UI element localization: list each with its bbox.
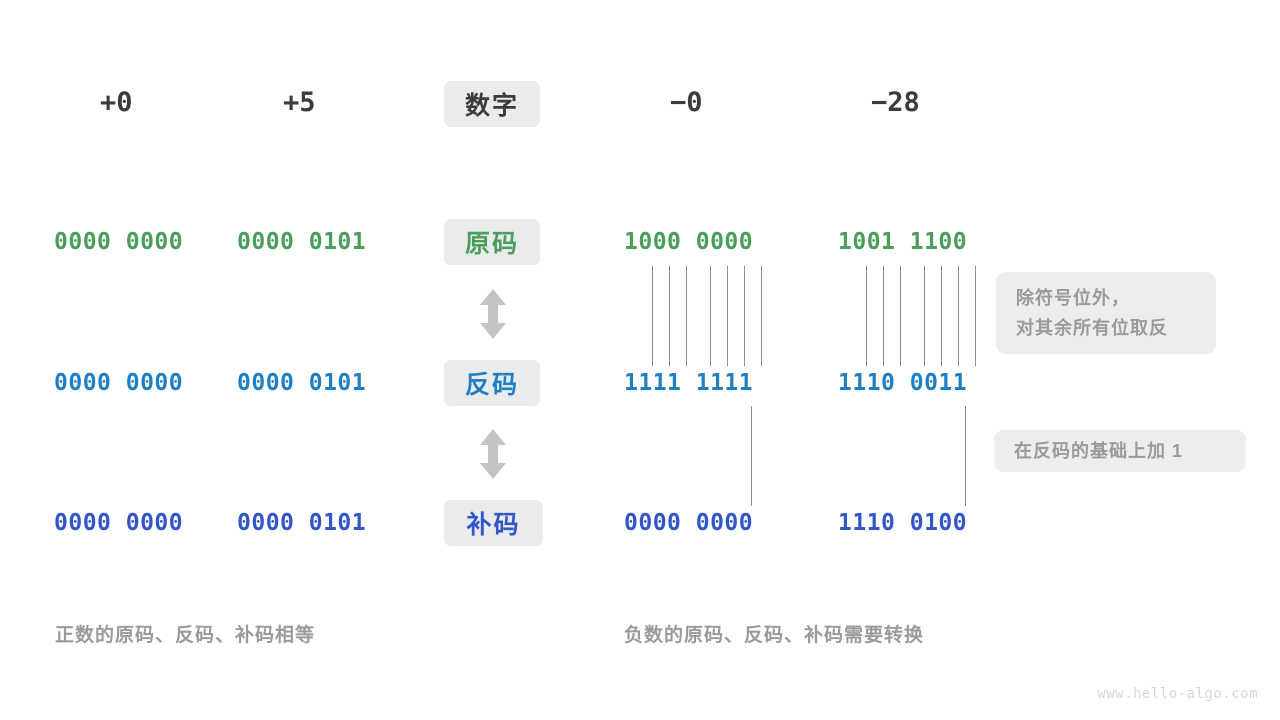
row-label-twos-complement: 补码 <box>444 500 543 546</box>
connector-line <box>669 266 670 366</box>
connector-line <box>900 266 901 366</box>
connector-line <box>883 266 884 366</box>
bidirectional-arrow-icon-bottom <box>476 428 510 480</box>
twos-complement-pos-zero: 0000 0000 <box>54 510 184 536</box>
connector-line <box>941 266 942 366</box>
connector-line <box>652 266 653 366</box>
connector-line <box>751 406 752 506</box>
ones-complement-neg-twentyeight: 1110 0011 <box>838 370 968 396</box>
note-invert-line1: 除符号位外， <box>1016 288 1130 308</box>
note-invert-line2: 对其余所有位取反 <box>1016 318 1168 338</box>
watermark: www.hello-algo.com <box>1097 686 1258 702</box>
header-value-neg-zero: −0 <box>670 87 703 118</box>
caption-positive: 正数的原码、反码、补码相等 <box>55 625 316 646</box>
note-add-one-line1: 在反码的基础上加 1 <box>1014 441 1184 461</box>
note-add-one: 在反码的基础上加 1 <box>994 430 1246 472</box>
ones-complement-pos-zero: 0000 0000 <box>54 370 184 396</box>
connector-line <box>958 266 959 366</box>
ones-complement-pos-five: 0000 0101 <box>237 370 367 396</box>
twos-complement-neg-twentyeight: 1110 0100 <box>838 510 968 536</box>
connector-line <box>710 266 711 366</box>
row-label-number: 数字 <box>444 81 540 127</box>
connector-line <box>975 266 976 366</box>
header-value-neg-twentyeight: −28 <box>871 87 920 118</box>
connector-line <box>965 406 966 506</box>
row-label-true-form: 原码 <box>444 219 540 265</box>
connector-line <box>727 266 728 366</box>
connector-line <box>866 266 867 366</box>
ones-complement-neg-zero: 1111 1111 <box>624 370 754 396</box>
connector-line <box>686 266 687 366</box>
row-label-ones-complement: 反码 <box>444 360 540 406</box>
connector-line <box>744 266 745 366</box>
true-form-neg-zero: 1000 0000 <box>624 229 754 255</box>
header-value-pos-zero: +0 <box>100 87 133 118</box>
true-form-pos-zero: 0000 0000 <box>54 229 184 255</box>
caption-negative: 负数的原码、反码、补码需要转换 <box>624 625 925 646</box>
note-invert-bits: 除符号位外， 对其余所有位取反 <box>996 272 1216 354</box>
header-value-pos-five: +5 <box>283 87 316 118</box>
twos-complement-neg-zero: 0000 0000 <box>624 510 754 536</box>
twos-complement-pos-five: 0000 0101 <box>237 510 367 536</box>
bidirectional-arrow-icon-top <box>476 288 510 340</box>
true-form-neg-twentyeight: 1001 1100 <box>838 229 968 255</box>
true-form-pos-five: 0000 0101 <box>237 229 367 255</box>
connector-line <box>761 266 762 366</box>
connector-line <box>924 266 925 366</box>
